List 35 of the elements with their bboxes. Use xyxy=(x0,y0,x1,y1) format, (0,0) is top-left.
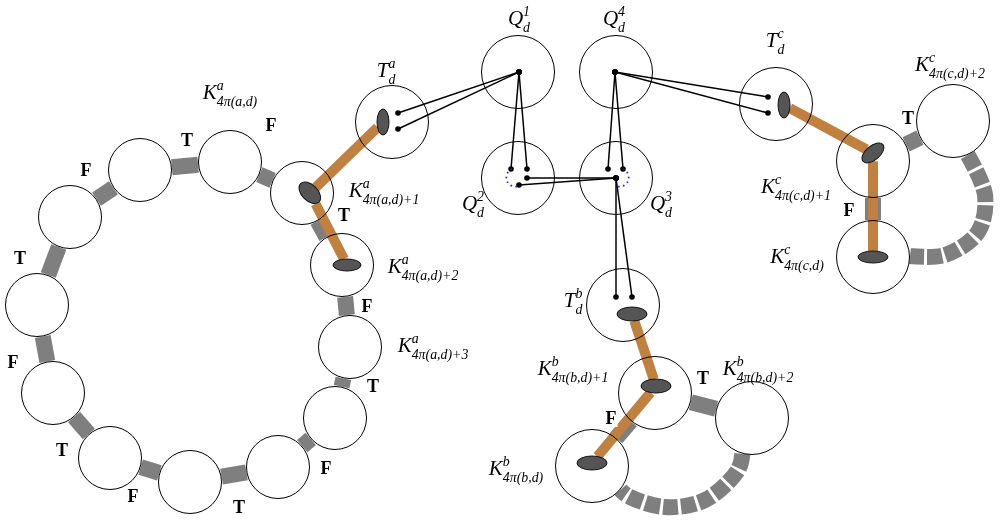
edge-label: F xyxy=(6,353,20,371)
edge-label: T xyxy=(696,369,710,387)
edge-label: F xyxy=(319,459,333,477)
link-bar xyxy=(787,103,869,154)
edge-label: F xyxy=(360,297,374,315)
link-bar xyxy=(688,394,719,417)
edge-label: F xyxy=(264,116,278,134)
link-bar xyxy=(256,167,276,188)
link-bar xyxy=(865,198,881,220)
edge-label: T xyxy=(180,131,194,149)
link-bar xyxy=(337,296,355,316)
edge-label: T xyxy=(13,249,27,267)
edge-label: T xyxy=(232,498,246,516)
link-bar xyxy=(220,464,248,485)
edge-label: T xyxy=(366,377,380,395)
link-bar xyxy=(171,156,199,176)
edge-label: F xyxy=(842,201,856,219)
edge-label: F xyxy=(126,487,140,505)
link-bar xyxy=(902,130,924,152)
link-bar xyxy=(333,376,352,389)
edge-label: F xyxy=(604,409,618,427)
edge-label: F xyxy=(79,161,93,179)
link-bar xyxy=(40,244,67,278)
link-bar xyxy=(312,123,382,191)
link-bar xyxy=(297,432,316,453)
link-bar xyxy=(138,459,162,481)
connector-line xyxy=(516,69,530,172)
connector-line xyxy=(612,69,771,116)
edge-label: T xyxy=(337,206,351,224)
edge-label: T xyxy=(55,441,69,459)
edge-label: T xyxy=(901,109,915,127)
link-bar xyxy=(68,411,95,440)
link-bar xyxy=(34,335,56,363)
connector-line xyxy=(613,175,635,300)
link-bar xyxy=(92,181,118,206)
